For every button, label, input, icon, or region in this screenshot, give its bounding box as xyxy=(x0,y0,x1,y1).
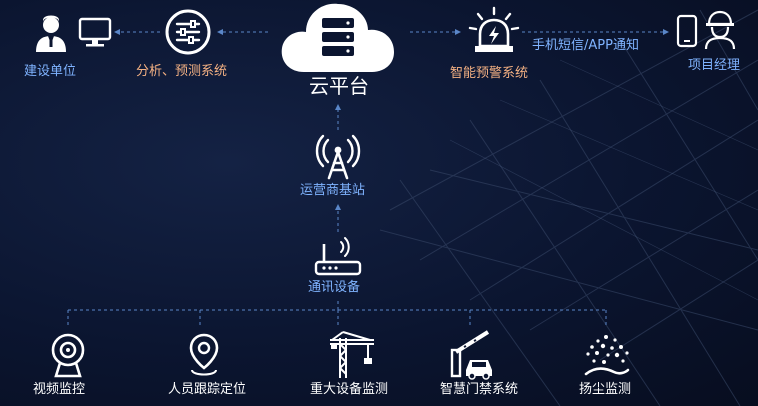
person-icon xyxy=(36,15,66,52)
mobile-phone-icon xyxy=(676,14,698,48)
manager-label: 项目经理 xyxy=(688,58,741,73)
camera-icon xyxy=(51,333,85,378)
router-icon xyxy=(314,237,362,276)
notify-label: 手机短信/APP通知 xyxy=(532,38,639,53)
client-label: 建设单位 xyxy=(24,64,77,79)
tower-crane-icon xyxy=(330,331,374,378)
monitor-icon xyxy=(78,17,112,47)
bottom-device-label: 扬尘监测 xyxy=(579,382,632,397)
comm-device-label: 通讯设备 xyxy=(308,280,361,295)
cloud-platform-label: 云平台 xyxy=(309,74,369,98)
bottom-device-label: 智慧门禁系统 xyxy=(440,382,519,397)
warning-system-label: 智能预警系统 xyxy=(450,66,529,81)
worker-helmet-icon xyxy=(704,10,736,50)
cloud-icon xyxy=(281,3,394,72)
cell-tower-icon xyxy=(315,134,361,180)
bottom-device-label: 视频监控 xyxy=(33,382,86,397)
bottom-device-label: 人员跟踪定位 xyxy=(168,382,247,397)
analysis-system-label: 分析、预测系统 xyxy=(136,64,228,79)
dust-icon xyxy=(584,335,630,376)
alarm-siren-icon xyxy=(468,6,520,52)
location-pin-icon xyxy=(189,333,219,376)
base-station-label: 运营商基站 xyxy=(300,183,366,198)
bottom-device-label: 重大设备监测 xyxy=(310,382,389,397)
sliders-icon xyxy=(165,9,211,55)
barrier-gate-icon xyxy=(450,330,492,380)
